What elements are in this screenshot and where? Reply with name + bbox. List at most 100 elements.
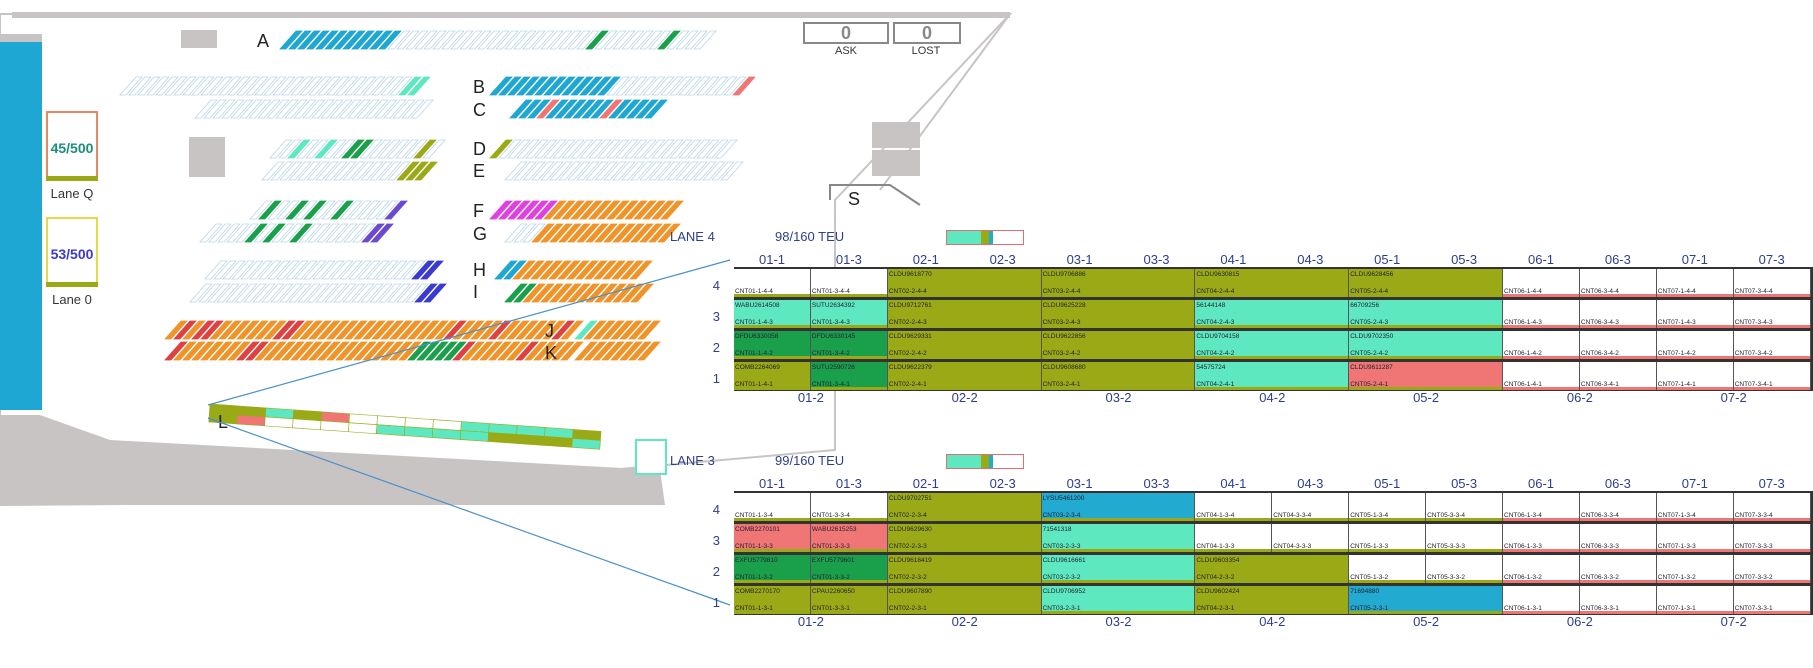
- yard-slot[interactable]: [207, 283, 231, 303]
- yard-slot[interactable]: [642, 200, 666, 220]
- yard-slot[interactable]: [387, 161, 411, 181]
- yard-slot[interactable]: [249, 200, 273, 220]
- lane-l-slot[interactable]: [292, 418, 322, 431]
- container-slot[interactable]: CNT05-1-3-2: [1349, 555, 1427, 583]
- yard-slot[interactable]: [675, 30, 699, 50]
- yard-slot[interactable]: [551, 341, 575, 361]
- container-slot[interactable]: CNT06-1-3-2: [1503, 555, 1580, 583]
- yard-slot[interactable]: [297, 30, 321, 50]
- yard-slot[interactable]: [218, 341, 242, 361]
- yard-slot[interactable]: [533, 320, 557, 340]
- yard-slot[interactable]: [597, 76, 621, 96]
- yard-slot[interactable]: [423, 30, 447, 50]
- yard-slot[interactable]: [386, 139, 410, 159]
- yard-slot[interactable]: [368, 139, 392, 159]
- yard-slot[interactable]: [452, 320, 476, 340]
- container-slot[interactable]: CNT06-1-3-1: [1503, 586, 1580, 614]
- yard-slot[interactable]: [342, 283, 366, 303]
- yard-slot[interactable]: [610, 320, 634, 340]
- yard-slot[interactable]: [218, 76, 242, 96]
- yard-slot[interactable]: [218, 320, 242, 340]
- yard-slot[interactable]: [602, 260, 626, 280]
- yard-slot[interactable]: [583, 341, 607, 361]
- yard-slot[interactable]: [308, 76, 332, 96]
- yard-slot[interactable]: [288, 283, 312, 303]
- yard-slot[interactable]: [365, 99, 389, 119]
- yard-slot[interactable]: [332, 139, 356, 159]
- yard-slot[interactable]: [272, 320, 296, 340]
- yard-slot[interactable]: [321, 260, 345, 280]
- yard-slot[interactable]: [489, 76, 513, 96]
- yard-slot[interactable]: [531, 283, 555, 303]
- yard-slot[interactable]: [542, 341, 566, 361]
- yard-slot[interactable]: [312, 260, 336, 280]
- yard-slot[interactable]: [324, 30, 348, 50]
- yard-slot[interactable]: [281, 320, 305, 340]
- yard-slot[interactable]: [585, 283, 609, 303]
- yard-slot[interactable]: [441, 30, 465, 50]
- yard-slot[interactable]: [221, 99, 245, 119]
- container-slot[interactable]: CNT04-3-3-4: [1272, 493, 1350, 521]
- yard-slot[interactable]: [513, 161, 537, 181]
- yard-slot[interactable]: [288, 161, 312, 181]
- yard-slot[interactable]: [321, 200, 345, 220]
- yard-slot[interactable]: [615, 200, 639, 220]
- yard-slot[interactable]: [521, 260, 545, 280]
- yard-slot[interactable]: [416, 320, 440, 340]
- yard-slot[interactable]: [209, 320, 233, 340]
- yard-slot[interactable]: [660, 200, 684, 220]
- yard-slot[interactable]: [325, 223, 349, 243]
- yard-slot[interactable]: [525, 76, 549, 96]
- yard-slot[interactable]: [534, 76, 558, 96]
- lane-l-slot[interactable]: [459, 430, 490, 442]
- yard-slot[interactable]: [308, 341, 332, 361]
- yard-slot[interactable]: [262, 223, 286, 243]
- yard-slot[interactable]: [352, 223, 376, 243]
- yard-slot[interactable]: [516, 139, 540, 159]
- yard-slot[interactable]: [378, 161, 402, 181]
- yard-slot[interactable]: [527, 99, 551, 119]
- yard-slot[interactable]: [333, 30, 357, 50]
- yard-slot[interactable]: [693, 161, 717, 181]
- yard-slot[interactable]: [317, 341, 341, 361]
- yard-slot[interactable]: [324, 283, 348, 303]
- yard-slot[interactable]: [579, 200, 603, 220]
- yard-slot[interactable]: [513, 283, 537, 303]
- yard-slot[interactable]: [191, 341, 215, 361]
- yard-slot[interactable]: [395, 139, 419, 159]
- yard-slot[interactable]: [261, 283, 285, 303]
- yard-slot[interactable]: [200, 320, 224, 340]
- yard-slot[interactable]: [567, 283, 591, 303]
- yard-slot[interactable]: [597, 139, 621, 159]
- yard-slot[interactable]: [615, 76, 639, 96]
- yard-slot[interactable]: [540, 161, 564, 181]
- yard-slot[interactable]: [494, 260, 518, 280]
- yard-slot[interactable]: [314, 139, 338, 159]
- yard-slot[interactable]: [576, 223, 600, 243]
- yard-slot[interactable]: [351, 30, 375, 50]
- yard-slot[interactable]: [182, 76, 206, 96]
- yard-slot[interactable]: [361, 223, 385, 243]
- yard-slot[interactable]: [566, 260, 590, 280]
- yard-slot[interactable]: [335, 320, 359, 340]
- yard-slot[interactable]: [648, 161, 672, 181]
- yard-slot[interactable]: [348, 200, 372, 220]
- yard-slot[interactable]: [396, 30, 420, 50]
- yard-slot[interactable]: [522, 283, 546, 303]
- yard-slot[interactable]: [543, 200, 567, 220]
- container-slot[interactable]: CNT06-3-4-2: [1579, 331, 1657, 359]
- yard-slot[interactable]: [611, 260, 635, 280]
- yard-slot[interactable]: [279, 30, 303, 50]
- yard-slot[interactable]: [343, 223, 367, 243]
- yard-slot[interactable]: [637, 341, 661, 361]
- container-slot[interactable]: CNT05-3-3-4: [1426, 493, 1503, 521]
- yard-slot[interactable]: [696, 76, 720, 96]
- yard-slot[interactable]: [669, 139, 693, 159]
